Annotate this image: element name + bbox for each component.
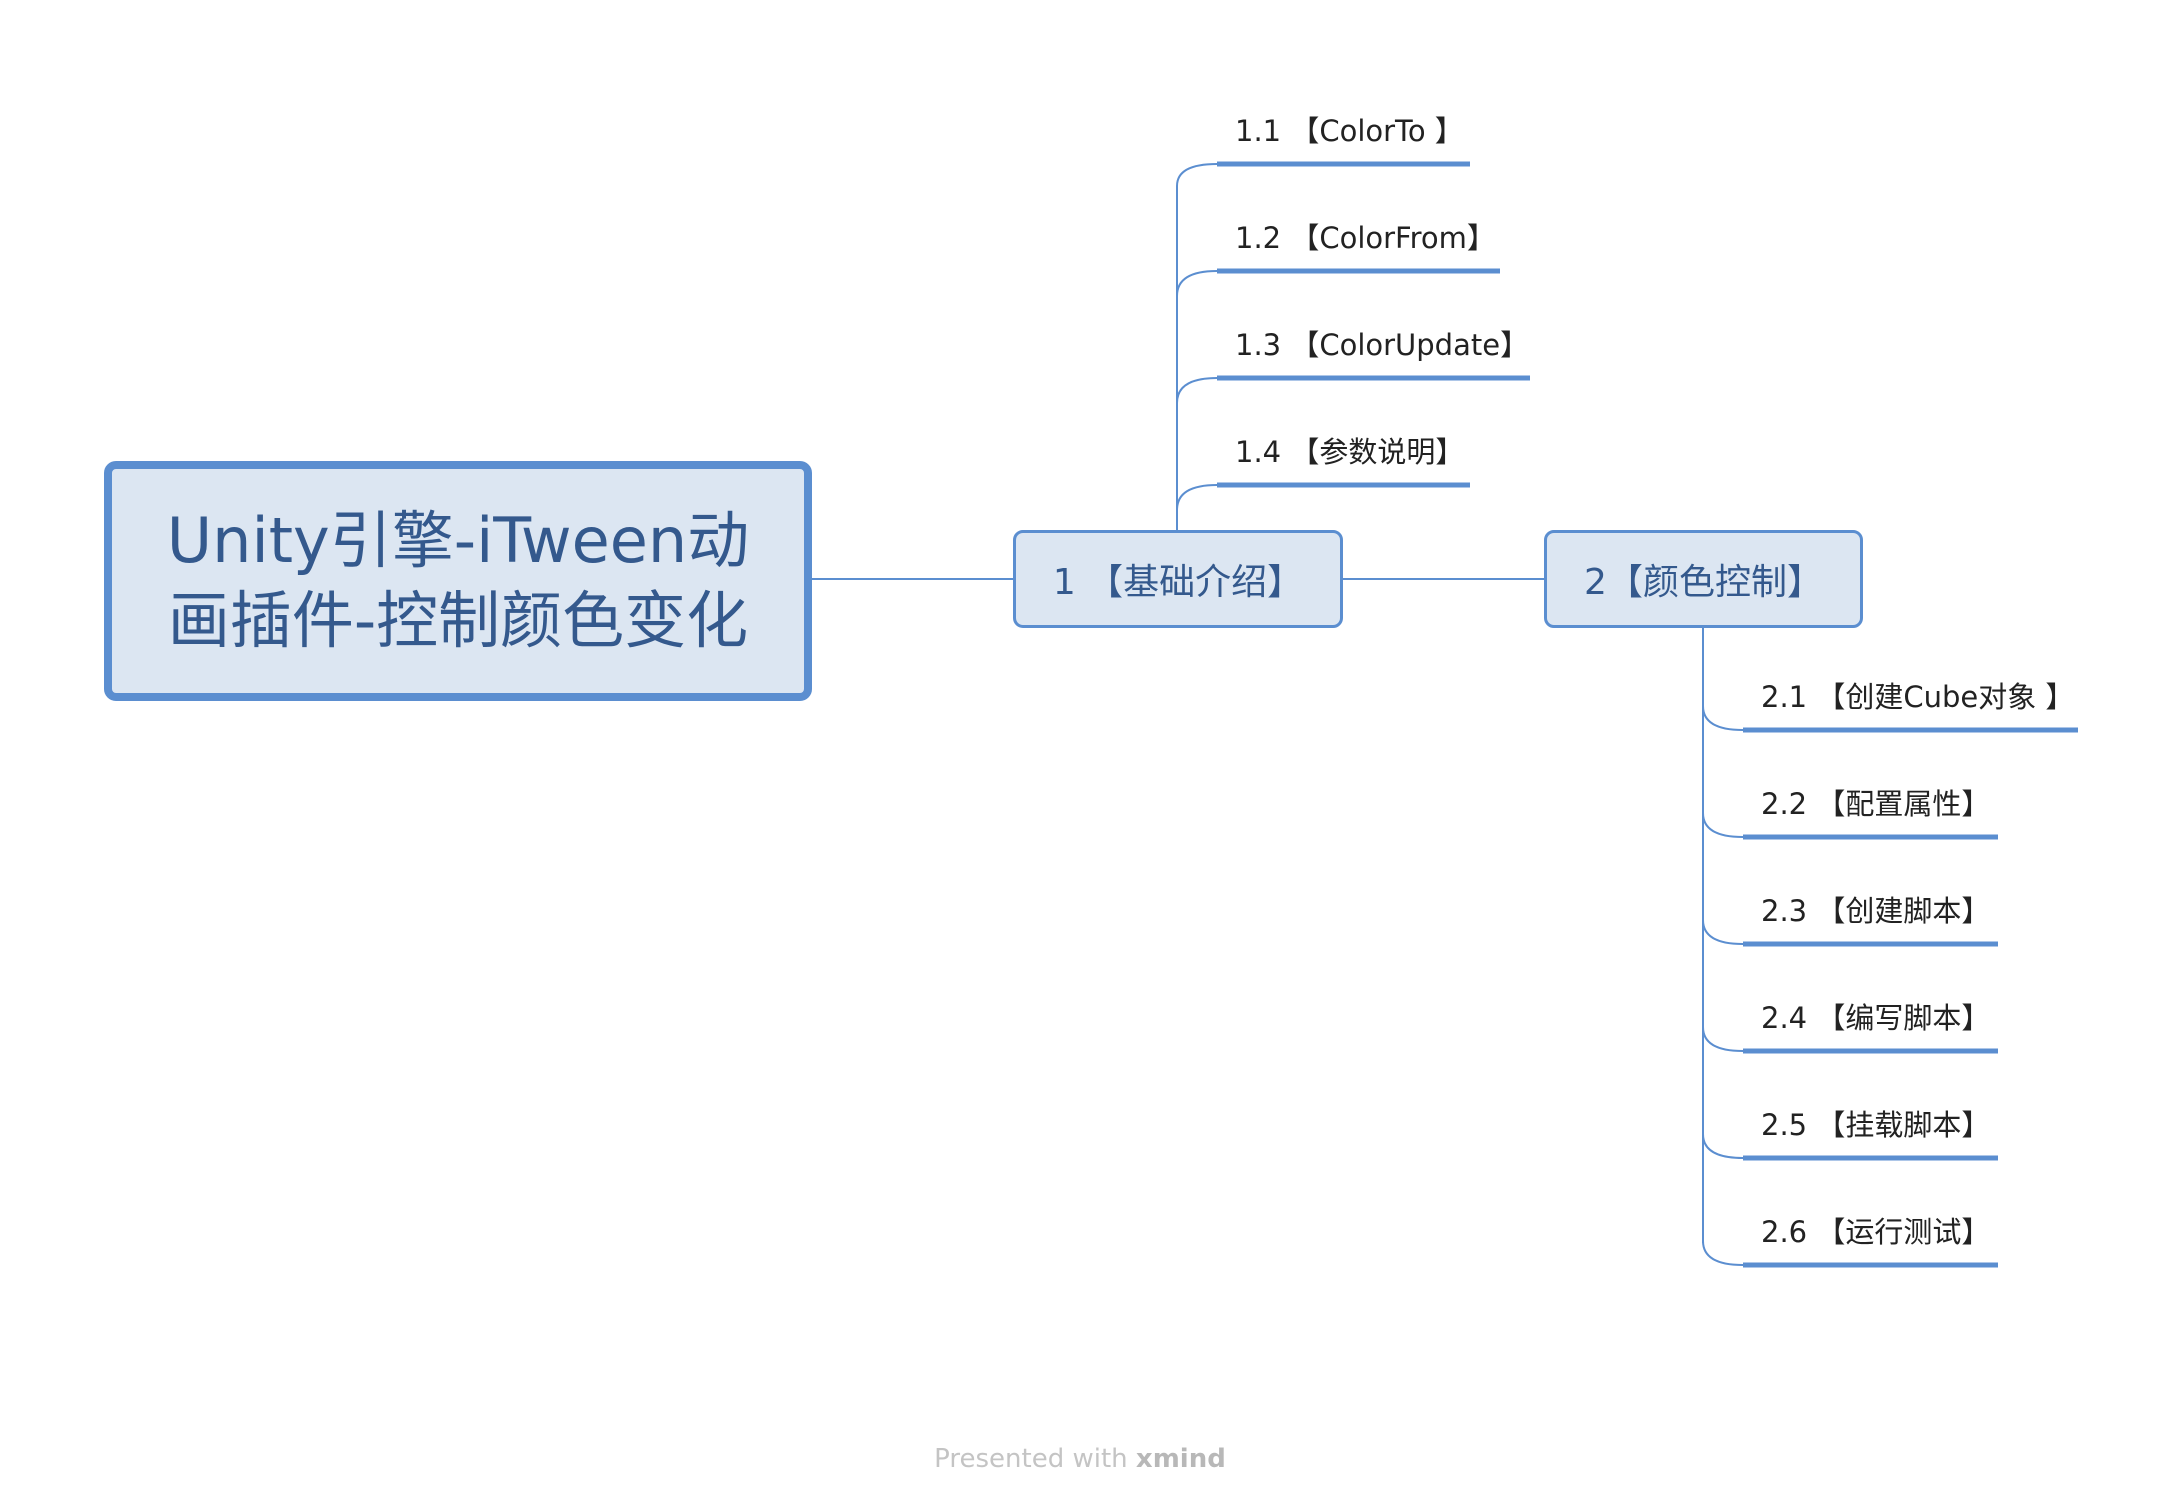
- subtopic-2-3[interactable]: 2.3 【创建脚本】: [1761, 894, 1991, 928]
- branch-2-2: [1702, 812, 1744, 838]
- subtopic-2-5[interactable]: 2.5 【挂载脚本】: [1761, 1108, 1991, 1142]
- central-topic-text: Unity引擎-iTween动 画插件-控制颜色变化: [167, 501, 749, 661]
- branch-1-1: [1176, 163, 1218, 187]
- branch-2-3: [1702, 919, 1744, 945]
- subtopic-1-4[interactable]: 1.4 【参数说明】: [1235, 435, 1465, 469]
- branch-2-5: [1702, 1133, 1744, 1159]
- branch-2-6: [1702, 1240, 1744, 1266]
- branch-2-4: [1702, 1026, 1744, 1052]
- subtopic-2-2[interactable]: 2.2 【配置属性】: [1761, 787, 1991, 821]
- subtopic-2-1[interactable]: 2.1 【创建Cube对象 】: [1761, 680, 2075, 714]
- subtopic-1-2[interactable]: 1.2 【ColorFrom】: [1235, 221, 1496, 255]
- subtopic-2-4[interactable]: 2.4 【编写脚本】: [1761, 1001, 1991, 1035]
- branch-2-1: [1702, 705, 1744, 731]
- branch-1-4: [1176, 484, 1218, 511]
- central-topic[interactable]: Unity引擎-iTween动 画插件-控制颜色变化: [104, 461, 812, 701]
- central-topic-line2: 画插件-控制颜色变化: [167, 584, 749, 657]
- topic-color-control[interactable]: 2【颜色控制】: [1544, 530, 1863, 628]
- footer-prefix: Presented with: [934, 1444, 1136, 1474]
- branch-1-3: [1176, 377, 1218, 404]
- topic-basic-intro-label: 1 【基础介绍】: [1052, 562, 1304, 603]
- subtopic-2-6[interactable]: 2.6 【运行测试】: [1761, 1215, 1991, 1249]
- subtopic-1-3[interactable]: 1.3 【ColorUpdate】: [1235, 328, 1530, 362]
- subtopic-1-1[interactable]: 1.1 【ColorTo 】: [1235, 114, 1464, 148]
- topic-color-control-label: 2【颜色控制】: [1584, 562, 1823, 603]
- presented-with-footer: Presented with xmind: [0, 1444, 2160, 1474]
- branch-1-2: [1176, 270, 1218, 297]
- topic-basic-intro[interactable]: 1 【基础介绍】: [1013, 530, 1343, 628]
- central-topic-line1: Unity引擎-iTween动: [166, 504, 750, 577]
- footer-brand: xmind: [1135, 1444, 1226, 1474]
